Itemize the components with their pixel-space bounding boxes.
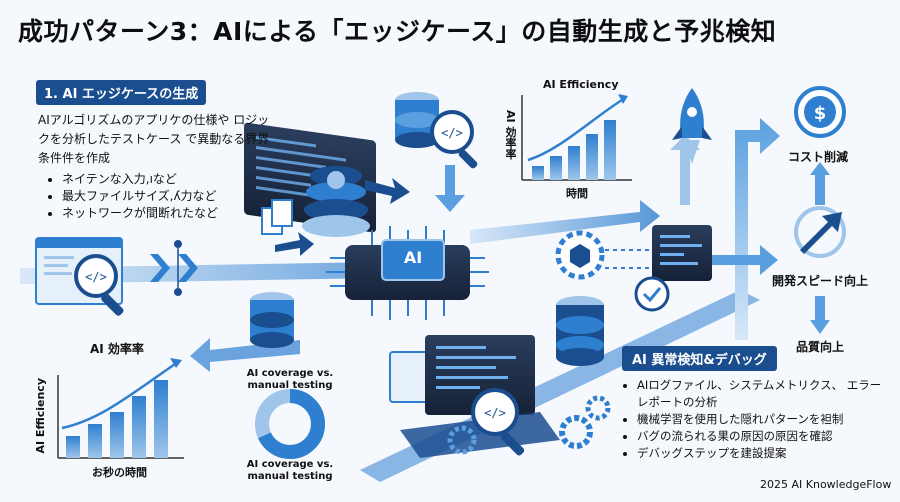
right-flow-arrows: [670, 118, 830, 340]
quality-up-label: 品質向上: [796, 340, 845, 354]
section1-description: AIアルゴリズムのアプリケの仕様や ロジックを分析したテストケース で異動なる界…: [38, 113, 270, 165]
doc-icons: [261, 178, 410, 256]
arrow-down: [435, 165, 465, 212]
coverage-label-bottom: AI coverage vs. manual testing: [246, 459, 334, 482]
browser-window-left: </>: [35, 237, 124, 316]
chart-top-bars: [532, 120, 616, 180]
speed-up-label: 開発スピード向上: [772, 274, 869, 288]
section1-bullet: ネットワークが間断れたなど: [62, 205, 292, 222]
dashed-connectors: [605, 249, 650, 269]
svg-text:</>: </>: [441, 126, 463, 140]
magnifier-code-icon: </>: [430, 110, 478, 169]
chart-bottom-xlabel: お秒の時間: [92, 466, 147, 479]
section2-bullet: バグの流られる果の原因の原因を確認: [637, 428, 887, 445]
chart-bar: [154, 380, 168, 458]
database-left: [250, 292, 294, 348]
section1-bullet: ネイテンな入力,ıなど: [62, 171, 292, 188]
gear-stack: [302, 166, 370, 237]
gear-cube-icon: [555, 230, 605, 280]
chart-bar: [110, 412, 124, 458]
chart-bar: [132, 396, 146, 458]
section2-heading: AI 異常検知&デバッグ: [622, 346, 777, 371]
ai-chip-label: AI: [403, 248, 423, 267]
section1-bullets: ネイテンな入力,ıなど 最大ファイルサイズ,ʎ力など ネットワークが間断れたなど: [50, 171, 292, 222]
chart-bar: [550, 156, 562, 180]
chart-bar: [568, 146, 580, 180]
code-screen-right: [634, 225, 712, 312]
dollar-coin-icon: $: [794, 86, 846, 138]
chevron-arrows: [150, 240, 198, 296]
database-middle: [556, 296, 604, 366]
chart-top-ylabel: AI 効率率: [504, 110, 517, 160]
chart-bottom-trend: [61, 360, 179, 430]
section2-bullet: 機械学習を使用した隠れパターンを袒制: [637, 411, 887, 428]
chart-top-title: AI Efficiency: [543, 78, 619, 91]
chart-bar: [66, 436, 80, 458]
chart-bottom-ylabel: AI Efficiency: [34, 378, 47, 454]
chart-bar: [88, 424, 102, 458]
database-top: [395, 92, 439, 148]
svg-text:</>: </>: [484, 406, 506, 420]
section2-bullets: AIログファイル、システムメトリクス、 エラーレポートの分析 機械学習を使用した…: [625, 377, 887, 462]
svg-text:$: $: [814, 103, 827, 124]
section2-bullet: AIログファイル、システムメトリクス、 エラーレポートの分析: [637, 377, 887, 411]
page-title: 成功パターン3：AIによる「エッジケース」の自動生成と予兆検知: [18, 17, 777, 46]
cost-reduction-label: コスト削減: [788, 150, 849, 164]
chart-bar: [586, 134, 598, 180]
footer-credit: 2025 AI KnowledgeFlow: [760, 478, 892, 491]
chart-top-xlabel: 時間: [566, 187, 588, 200]
section1-heading: 1. AI エッジケースの生成: [36, 80, 207, 105]
section2-bullet: デバッグステップを建設提案: [637, 445, 887, 462]
ai-chip: [326, 226, 489, 320]
section1-bullet: 最大ファイルサイズ,ʎ力など: [62, 188, 292, 205]
chart-bar: [532, 166, 544, 180]
debug-screens: </>: [389, 335, 611, 458]
chart-bottom-title: AI 効率率: [90, 342, 144, 356]
chart-bar: [604, 120, 616, 180]
coverage-donut: [255, 389, 325, 459]
coverage-label-top: AI coverage vs. manual testing: [246, 368, 334, 391]
chart-top-trend: [527, 96, 626, 162]
svg-text:</>: </>: [85, 270, 107, 284]
rocket-icon: [672, 88, 712, 164]
speed-arrow-icon: [794, 206, 846, 258]
chart-bottom-bars: [66, 380, 168, 458]
